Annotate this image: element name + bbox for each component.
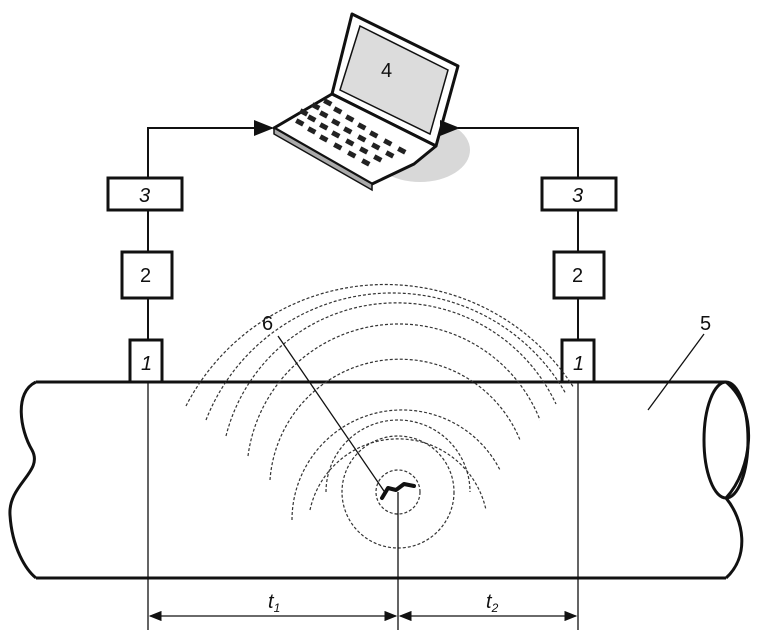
leak-crack-icon — [380, 482, 416, 500]
t1-label: t1 — [268, 591, 280, 615]
svg-text:3: 3 — [572, 185, 583, 207]
svg-text:3: 3 — [139, 185, 150, 207]
converter-box-right: 3 — [540, 176, 618, 212]
amplifier-box-right: 2 — [552, 250, 606, 300]
acoustic-waves — [185, 283, 575, 549]
leak-label: 6 — [262, 313, 273, 335]
svg-text:1: 1 — [573, 353, 584, 375]
sensor-box-left: 1 — [128, 338, 164, 384]
signal-wires — [147, 120, 579, 340]
sensor-box-right: 1 — [560, 338, 596, 384]
pipe-label: 5 — [700, 313, 711, 335]
amplifier-box-left: 2 — [120, 250, 174, 300]
pipe-shape — [8, 380, 750, 580]
svg-text:1: 1 — [141, 353, 152, 375]
svg-text:2: 2 — [140, 265, 151, 287]
dimension-lines — [147, 382, 579, 630]
converter-box-left: 3 — [106, 176, 184, 212]
laptop-icon — [272, 12, 470, 192]
t2-label: t2 — [486, 591, 499, 615]
computer-label: 4 — [381, 60, 392, 82]
svg-text:2: 2 — [572, 265, 583, 287]
